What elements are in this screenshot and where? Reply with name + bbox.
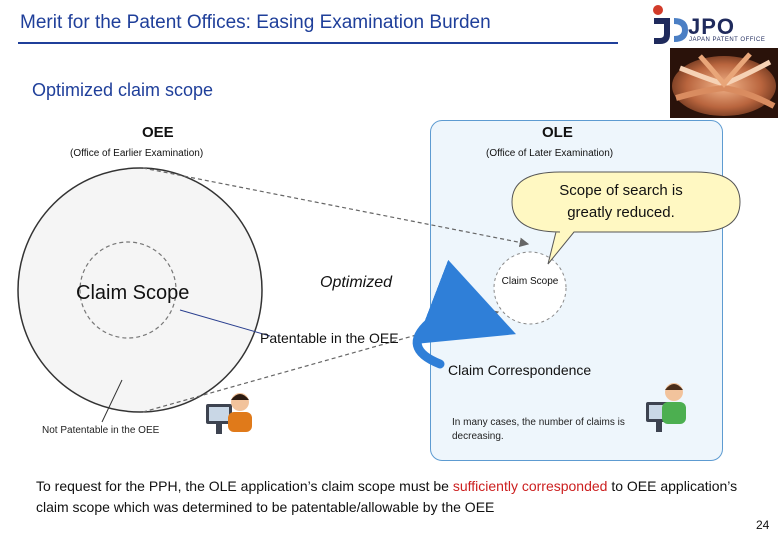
- footer-text-before: To request for the PPH, the OLE applicat…: [36, 478, 453, 494]
- upper-dashed-arrow: [142, 167, 530, 248]
- examiner-left-icon: [206, 393, 252, 434]
- ole-claim-circle: [493, 251, 567, 325]
- logo-text: JPO: [688, 14, 736, 39]
- ole-subheading: (Office of Later Examination): [486, 148, 614, 159]
- notpatentable-leader: [101, 379, 123, 423]
- not-patentable-label: Not Patentable in the OEE: [42, 425, 160, 436]
- oee-claim-scope-label: Claim Scope: [76, 282, 190, 304]
- hands-photo: [670, 48, 778, 118]
- page-number: 24: [756, 518, 770, 532]
- callout-bubble: [511, 171, 741, 265]
- oee-claim-circle: [79, 241, 177, 339]
- correspondence-arrow: [412, 259, 517, 369]
- oee-outer-circle: [17, 167, 263, 413]
- jpo-logo-icon: [653, 5, 688, 44]
- logo-subtext: JAPAN PATENT OFFICE: [689, 37, 766, 43]
- correspondence-label: Claim Correspondence: [448, 362, 592, 378]
- footer-text-after: to OEE application’s claim scope which w…: [36, 478, 738, 515]
- title-rule: [18, 42, 618, 44]
- callout-text: Scope of search is greatly reduced.: [559, 182, 683, 221]
- ole-claim-scope-label: Claim Scope: [501, 276, 559, 287]
- oee-subheading: (Office of Earlier Examination): [70, 148, 204, 159]
- ole-heading: OLE: [542, 124, 573, 141]
- patentable-label: Patentable in the OEE: [260, 330, 399, 346]
- examiner-right-icon: [646, 383, 686, 432]
- footer-text: To request for the PPH, the OLE applicat…: [36, 476, 756, 518]
- lower-dashed-arrow: [142, 309, 500, 413]
- slide-title: Merit for the Patent Offices: Easing Exa…: [20, 12, 491, 33]
- oee-heading: OEE: [142, 124, 174, 141]
- footer-text-highlight: sufficiently corresponded: [452, 478, 608, 494]
- patentable-leader: [179, 309, 271, 337]
- section-subtitle: Optimized claim scope: [32, 80, 214, 100]
- claims-note: In many cases, the number of claims is d…: [452, 417, 625, 442]
- optimized-label: Optimized: [320, 274, 393, 291]
